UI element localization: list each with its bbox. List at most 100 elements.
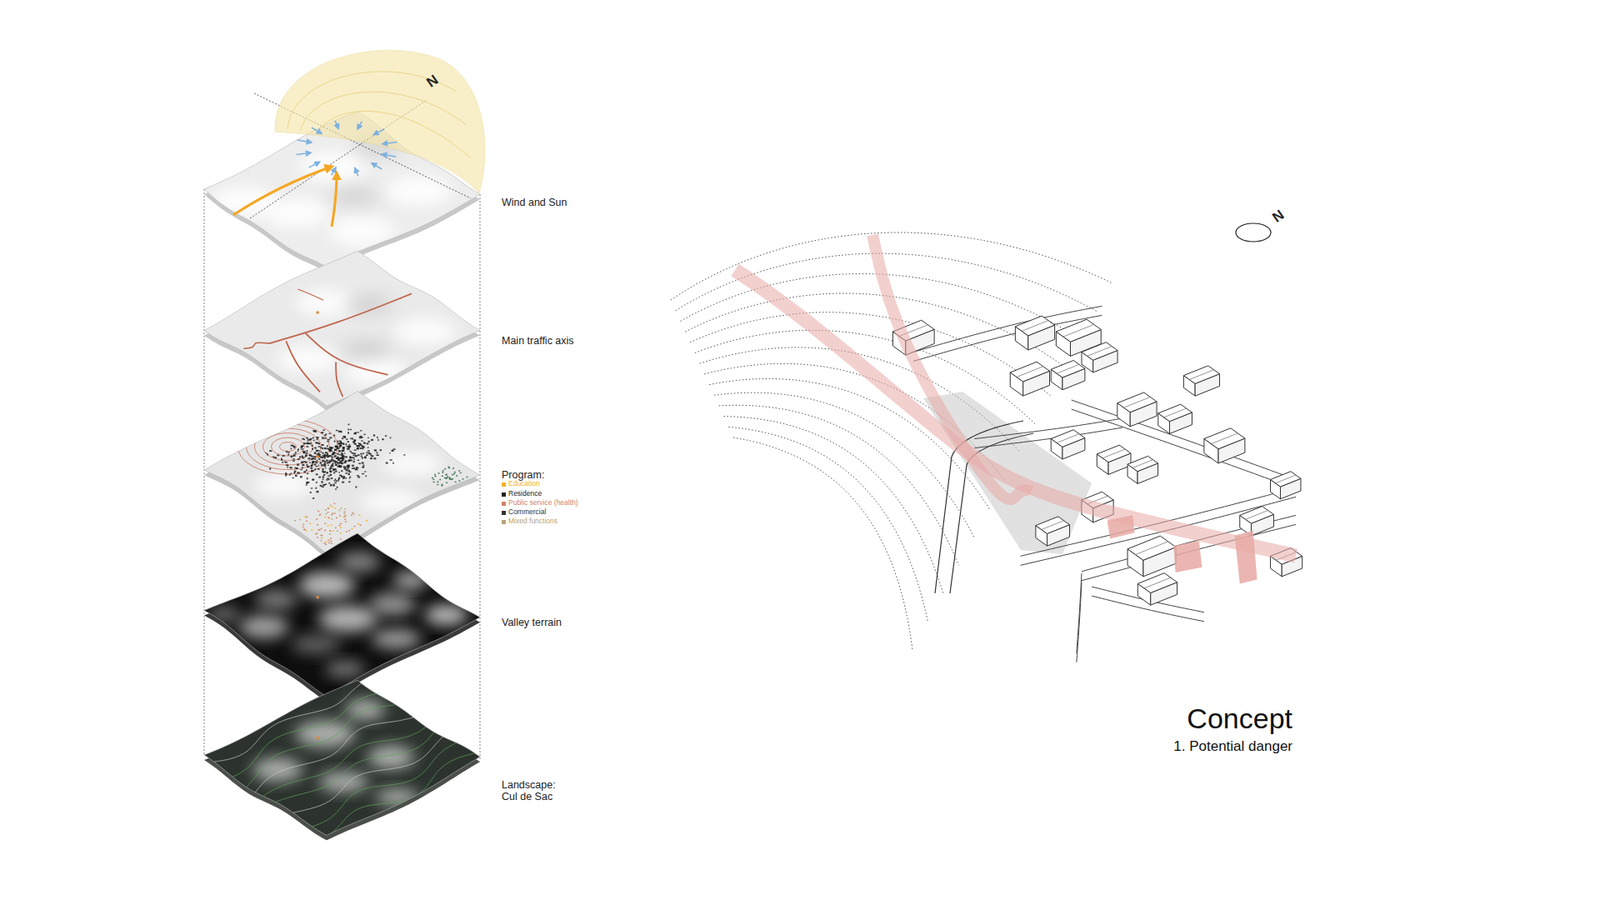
building-dot — [315, 460, 318, 462]
valley-wind-arrow — [331, 173, 337, 227]
building-dot — [314, 447, 317, 450]
building-dot — [295, 451, 297, 454]
building-dot — [322, 484, 325, 486]
building-dot — [266, 453, 269, 455]
building-dot — [367, 450, 370, 451]
program-dot — [328, 542, 330, 545]
legend-text: Mixed functions — [508, 517, 558, 526]
building-dot — [324, 455, 327, 456]
building-dot — [305, 469, 308, 471]
program-dot — [302, 524, 305, 526]
building-dot — [328, 449, 330, 450]
terrain-shade — [325, 660, 365, 678]
building-dot — [332, 485, 335, 486]
building-dot — [332, 469, 335, 471]
building-dot — [325, 451, 327, 454]
building-dot — [321, 444, 324, 446]
wind-arrow — [296, 152, 312, 155]
building-dot — [343, 455, 345, 457]
building-dot — [370, 457, 373, 460]
building-block — [1137, 573, 1177, 605]
road-line — [298, 289, 324, 300]
wind-arrow — [331, 167, 336, 176]
title: Concept — [1186, 702, 1293, 735]
building-dot — [303, 451, 305, 453]
program-dot — [330, 542, 333, 545]
building-dot — [330, 450, 333, 452]
radius-ring — [262, 433, 313, 461]
street-edge — [913, 315, 1103, 361]
site-dot — [315, 736, 320, 740]
layer-edge — [204, 538, 480, 702]
building-dot — [300, 461, 304, 464]
building-dot — [342, 446, 345, 449]
building-dot — [314, 430, 317, 433]
building-dot — [321, 444, 324, 445]
building-dot — [360, 455, 363, 458]
terrain-shade — [371, 629, 422, 650]
building-dot — [330, 458, 333, 460]
building-dot — [373, 434, 375, 436]
site-dot — [315, 595, 320, 600]
building-dot — [301, 464, 305, 466]
building-dot — [353, 452, 355, 455]
building-dot — [282, 455, 285, 457]
building-dot — [390, 437, 392, 440]
building-dot — [285, 450, 288, 453]
building-dot — [328, 479, 330, 480]
building-dot — [336, 486, 339, 489]
contour-line — [312, 742, 457, 827]
building-dot — [320, 480, 323, 483]
building-dot — [294, 470, 297, 473]
building-dot — [335, 445, 338, 448]
building-dot — [326, 477, 330, 480]
terrain-shade — [298, 571, 355, 599]
building-dot — [310, 465, 313, 467]
building-dot — [362, 447, 365, 450]
legend-text: Public service (health) — [508, 499, 579, 508]
building-dot — [316, 439, 319, 440]
building-dot — [355, 445, 359, 447]
building-dot — [310, 470, 313, 473]
building-dot — [361, 473, 365, 475]
program-dot — [445, 474, 448, 476]
terrain-shade — [318, 771, 369, 792]
legend-swatch — [501, 510, 506, 515]
building-dot — [311, 455, 314, 458]
building-dot — [322, 468, 325, 470]
building-dot — [292, 460, 295, 461]
terrain-shade — [375, 788, 420, 805]
terrain-shade — [337, 551, 381, 572]
building-dot — [339, 445, 342, 447]
building-dot — [318, 476, 321, 479]
building-dot — [341, 456, 344, 459]
building-dot — [329, 436, 332, 439]
building-dot — [365, 475, 367, 478]
building-dot — [349, 456, 352, 458]
terrain-shade — [425, 605, 469, 625]
building-roof — [1035, 516, 1070, 535]
building-dot — [312, 457, 315, 460]
wind-arrow — [311, 127, 322, 134]
building-dot — [364, 470, 366, 472]
building-dot — [305, 452, 309, 455]
building-block — [1240, 506, 1275, 536]
building-dot — [320, 431, 324, 434]
roof-ridge — [1144, 577, 1171, 589]
building-dot — [324, 460, 326, 463]
building-dot — [314, 468, 316, 470]
building-dot — [345, 455, 347, 458]
program-dot — [325, 513, 327, 515]
building-dot — [330, 450, 332, 452]
program-dot — [452, 467, 455, 470]
building-dot — [356, 445, 359, 447]
building-dot — [314, 452, 317, 455]
building-dot — [321, 438, 325, 440]
building-dot — [327, 475, 330, 477]
road-edge — [935, 420, 1024, 594]
building-dot — [322, 478, 325, 480]
building-dot — [313, 440, 315, 441]
building-dot — [376, 454, 380, 456]
roof-ridge — [1124, 396, 1151, 408]
